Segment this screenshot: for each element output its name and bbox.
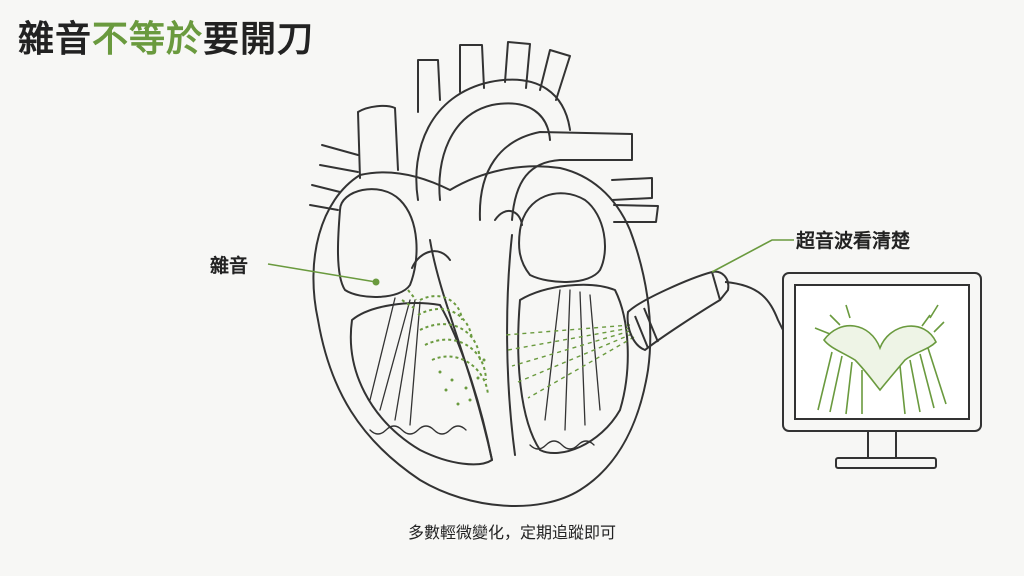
right-ventricle — [517, 283, 629, 455]
title-part-3: 要開刀 — [203, 19, 315, 60]
heart-illustration — [309, 41, 659, 508]
title-part-2: 不等於 — [92, 19, 204, 60]
ultrasound-label: 超音波看清楚 — [796, 230, 911, 252]
left-atrium — [337, 188, 418, 298]
murmur-leader-line — [267, 263, 380, 286]
right-atrium — [518, 192, 606, 283]
trabeculae — [369, 425, 595, 450]
chordae-left — [369, 297, 421, 426]
ultrasound-beam — [504, 324, 635, 399]
murmur-label: 雜音 — [210, 255, 249, 277]
pulmonary-veins-left — [309, 144, 359, 211]
heart-outline — [312, 165, 652, 508]
caption: 多數輕微變化，定期追蹤即可 — [407, 523, 616, 542]
turbulence-dots — [438, 358, 486, 406]
title-part-1: 雜音 — [18, 19, 93, 60]
chordae-right — [544, 289, 601, 431]
ultrasound-leader-line — [711, 239, 794, 273]
page-title: 雜音不等於要開刀 — [18, 18, 314, 62]
vena-cava — [357, 104, 399, 179]
turbulence-arcs — [401, 289, 489, 396]
pulmonary-trunk — [478, 131, 633, 221]
septum — [429, 234, 516, 461]
aortic-branches — [417, 41, 571, 113]
valve-flaps — [411, 210, 523, 269]
right-vessels — [611, 177, 659, 223]
monitor-valve-image — [814, 304, 947, 415]
